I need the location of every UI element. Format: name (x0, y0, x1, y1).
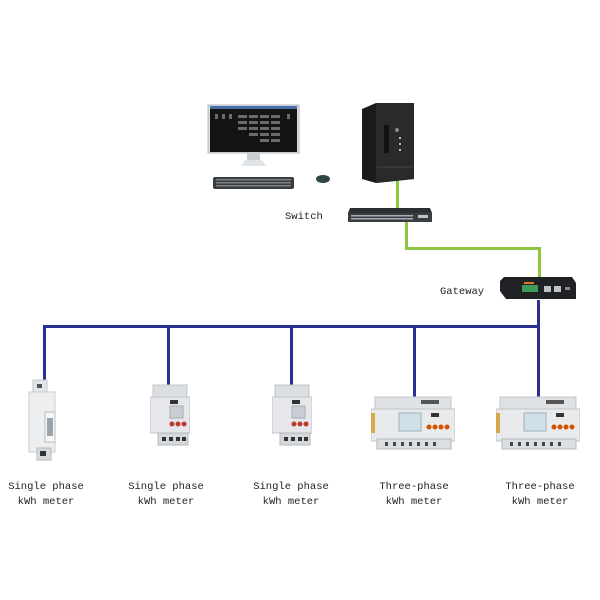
workstation[interactable] (205, 100, 335, 195)
gateway-label: Gateway (440, 286, 485, 298)
meter-3[interactable] (271, 383, 313, 448)
network-switch-icon (348, 208, 432, 222)
meter-2-type: Single phase (128, 481, 204, 493)
rs485-drop-meter-4 (413, 325, 416, 397)
meter-5-type: Three-phase (505, 481, 575, 493)
meter-4-desc: kWh meter (385, 496, 443, 508)
single-phase-meter-icon (271, 384, 313, 446)
link-switch-gateway-vertical (405, 222, 408, 250)
meter-4-label: Three-phase kWh meter (368, 480, 460, 510)
link-switch-gateway-horizontal (405, 247, 541, 250)
gateway[interactable] (500, 275, 576, 301)
switch[interactable] (348, 206, 432, 223)
meter-4[interactable] (370, 395, 456, 451)
three-phase-meter-icon (495, 396, 581, 450)
meter-2-label: Single phase kWh meter (120, 480, 212, 510)
server-tower-icon (362, 103, 414, 183)
switch-label: Switch (285, 211, 323, 223)
meter-2[interactable] (149, 383, 191, 448)
monitor-icon (207, 104, 330, 189)
meter-1[interactable] (25, 378, 65, 463)
rs485-drop-meter-3 (290, 325, 293, 385)
link-gateway-drop (538, 247, 541, 277)
meter-1-type: Single phase (8, 481, 84, 493)
rs485-drop-meter-1 (43, 325, 46, 380)
meter-2-desc: kWh meter (137, 496, 195, 508)
meter-5[interactable] (495, 395, 581, 451)
meter-1-desc: kWh meter (17, 496, 75, 508)
meter-3-desc: kWh meter (262, 496, 320, 508)
server[interactable] (360, 103, 420, 185)
single-phase-meter-icon (149, 384, 191, 446)
meter-5-desc: kWh meter (511, 496, 569, 508)
single-phase-meter-icon (28, 379, 56, 461)
meter-5-label: Three-phase kWh meter (494, 480, 586, 510)
gateway-icon (500, 277, 576, 299)
link-server-switch (396, 180, 399, 212)
rs485-drop-meter-2 (167, 325, 170, 385)
rs485-drop-meter-5 (537, 325, 540, 397)
meter-3-label: Single phase kWh meter (245, 480, 337, 510)
meter-3-type: Single phase (253, 481, 329, 493)
rs485-gateway-drop (537, 300, 540, 328)
meter-1-label: Single phase kWh meter (0, 480, 92, 510)
three-phase-meter-icon (370, 396, 456, 450)
meter-4-type: Three-phase (379, 481, 449, 493)
